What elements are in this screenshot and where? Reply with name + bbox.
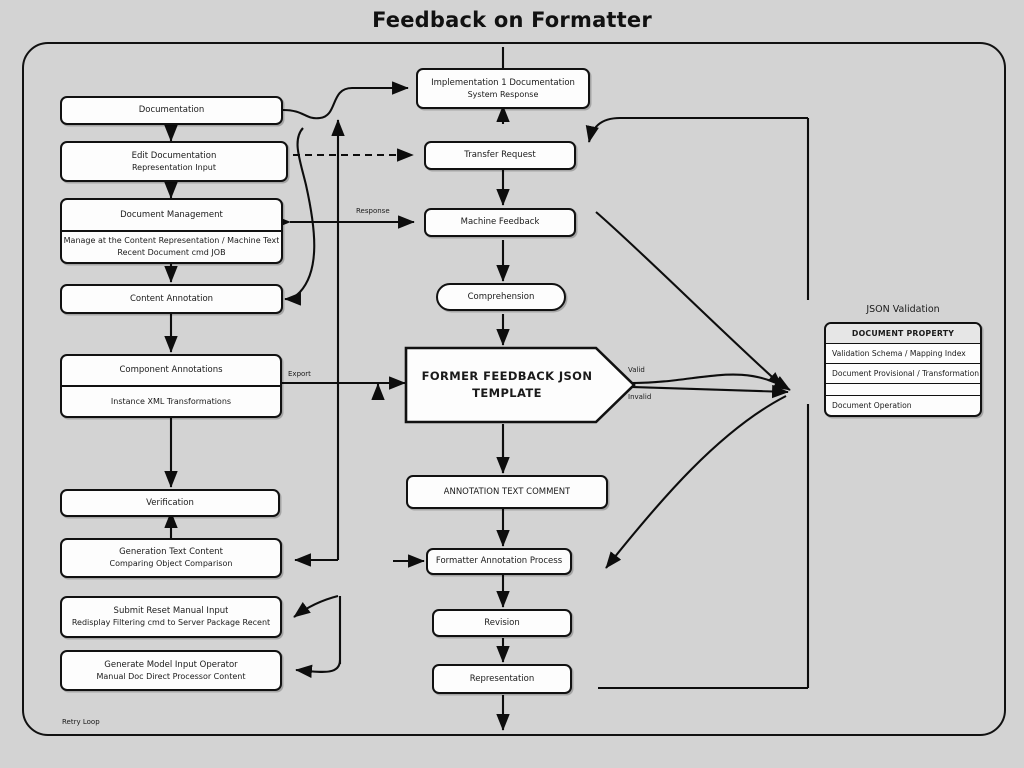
node-line: Redisplay Filtering cmd to Server Packag…: [71, 618, 271, 628]
node-transfer-request[interactable]: Transfer Request: [424, 141, 576, 170]
node-line: Manage at the Content Representation / M…: [63, 236, 280, 246]
node-content-annotation[interactable]: Content Annotation: [60, 284, 283, 314]
table-header-row: DOCUMENT PROPERTY: [826, 324, 980, 344]
node-line: JSON TEMPLATE: [472, 368, 593, 400]
node-line: Revision: [484, 617, 520, 628]
node-line: Comprehension: [467, 291, 535, 302]
node-body-segment: Instance XML Transformations: [62, 385, 280, 416]
node-component-annotations[interactable]: Component Annotations Instance XML Trans…: [60, 354, 282, 418]
node-generation-text-content[interactable]: Generation Text Content Comparing Object…: [60, 538, 282, 578]
node-line: FORMER FEEDBACK: [421, 368, 555, 383]
node-line: Document Management: [120, 209, 223, 220]
node-machine-feedback[interactable]: Machine Feedback: [424, 208, 576, 237]
node-line: System Response: [467, 89, 539, 99]
node-revision[interactable]: Revision: [432, 609, 572, 637]
node-document-management[interactable]: Document Management Manage at the Conten…: [60, 198, 283, 264]
node-line: Verification: [146, 497, 194, 508]
node-line: Implementation 1 Documentation: [431, 77, 575, 88]
node-line: Comparing Object Comparison: [109, 559, 233, 569]
node-line: Representation Input: [131, 162, 216, 172]
page-title: Feedback on Formatter: [372, 8, 652, 32]
node-head-segment: Document Management: [62, 200, 281, 230]
node-line: Recent Document cmd JOB: [117, 248, 226, 257]
table-row[interactable]: Document Operation: [832, 401, 912, 410]
edge-label-response: Response: [356, 207, 390, 215]
node-generate-model-input-operator[interactable]: Generate Model Input Operator Manual Doc…: [60, 650, 282, 691]
side-table-wrap: DOCUMENT PROPERTY Validation Schema / Ma…: [824, 322, 982, 417]
side-table-caption: JSON Validation: [866, 304, 940, 315]
diagram-outer-frame: [22, 42, 1006, 736]
edge-label-export: Export: [288, 370, 311, 378]
node-line: Generate Model Input Operator: [104, 659, 238, 670]
node-line: Documentation: [138, 105, 205, 116]
node-implementation-documentation[interactable]: Implementation 1 Documentation System Re…: [416, 68, 590, 109]
node-former-feedback-json-template[interactable]: FORMER FEEDBACK JSON TEMPLATE: [404, 346, 636, 424]
table-row[interactable]: Validation Schema / Mapping Index: [826, 344, 980, 364]
node-representation[interactable]: Representation: [432, 664, 572, 694]
node-edit-documentation[interactable]: Edit Documentation Representation Input: [60, 141, 288, 182]
node-documentation[interactable]: Documentation: [60, 96, 283, 125]
node-line: Generation Text Content: [119, 547, 223, 558]
node-line: Transfer Request: [464, 150, 536, 161]
node-comprehension[interactable]: Comprehension: [436, 283, 566, 311]
node-line: Content Annotation: [129, 293, 214, 304]
node-body-segment: Manage at the Content Representation / M…: [62, 230, 281, 262]
edge-label-valid: Valid: [628, 366, 645, 374]
node-line: Instance XML Transformations: [110, 396, 232, 406]
hexagon-shape: [404, 346, 636, 424]
edge-label-invalid: Invalid: [628, 393, 652, 401]
node-line: Representation: [469, 673, 535, 684]
node-line: Component Annotations: [119, 365, 223, 376]
table-row-spacer: [826, 384, 980, 396]
table-row[interactable]: Document Provisional / Transformation: [826, 364, 980, 384]
node-line: Manual Doc Direct Processor Content: [96, 671, 246, 681]
node-verification[interactable]: Verification: [60, 489, 280, 517]
hexagon-label: FORMER FEEDBACK JSON TEMPLATE: [404, 368, 636, 403]
node-head-segment: Component Annotations: [62, 356, 280, 385]
node-line: Edit Documentation: [131, 150, 217, 161]
node-annotation-text-comment[interactable]: ANNOTATION TEXT COMMENT: [406, 475, 608, 509]
node-line: Machine Feedback: [460, 217, 540, 228]
node-line: Submit Reset Manual Input: [113, 606, 229, 617]
node-formatter-annotation-process[interactable]: Formatter Annotation Process: [426, 548, 572, 575]
node-submit-reset-manual-input[interactable]: Submit Reset Manual Input Redisplay Filt…: [60, 596, 282, 638]
node-line: Formatter Annotation Process: [435, 556, 563, 567]
node-line: ANNOTATION TEXT COMMENT: [443, 486, 571, 497]
json-validation-table[interactable]: DOCUMENT PROPERTY Validation Schema / Ma…: [824, 322, 982, 417]
edge-label-retry-loop: Retry Loop: [62, 718, 100, 726]
